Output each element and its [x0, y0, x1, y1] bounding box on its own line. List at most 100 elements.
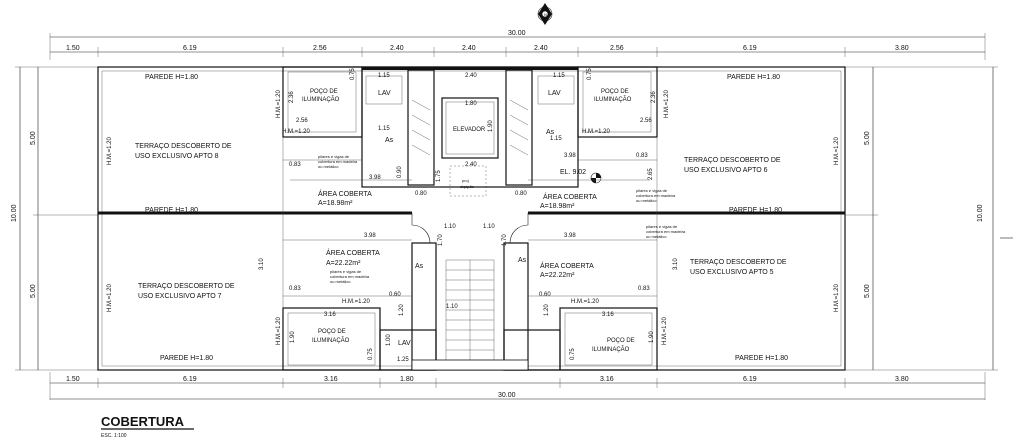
wall-bot-left: PAREDE H=1.80: [160, 355, 213, 362]
well-tr-line2: ILUMINAÇÃO: [594, 96, 632, 103]
beam-lines: [282, 137, 658, 308]
d-083-a: 0.83: [289, 162, 301, 168]
dim-top-9: 3.80: [895, 45, 909, 52]
d-080-b: 0.80: [515, 191, 527, 197]
d-265-a: 2.65: [648, 168, 654, 180]
dim-total-top: 30.00: [508, 30, 526, 37]
top-segment-dimensions: 1.50 6.19 2.56 2.40 2.40 2.40 2.56 6.19 …: [50, 45, 985, 57]
terrace-apto8-line2: USO EXCLUSIVO APTO 8: [135, 153, 219, 160]
hm-br: H.M.=1.20: [571, 299, 600, 305]
hm-bl: H.M.=1.20: [342, 299, 371, 305]
wall-top-right: PAREDE H=1.80: [727, 74, 780, 81]
dim-bottom-6: 6.19: [743, 376, 757, 383]
dim-half-top-right: 5.00: [864, 131, 871, 145]
elevator-label: ELEVADOR: [453, 127, 486, 133]
d-236-b: 2.36: [651, 91, 657, 103]
d-316-a: 3.16: [324, 312, 336, 318]
dim-top-1: 1.50: [66, 45, 80, 52]
pillar-note-bl-3: ou metálico: [330, 279, 351, 284]
d-180-a: 1.80: [465, 101, 477, 107]
d-310-a: 3.10: [259, 258, 265, 270]
d-060-b: 0.60: [539, 292, 551, 298]
dim-top-7: 2.56: [610, 45, 624, 52]
d-083-d: 0.83: [638, 286, 650, 292]
d-398-d: 3.98: [564, 233, 576, 239]
wall-bot-right: PAREDE H=1.80: [735, 355, 788, 362]
d-175-a: 1.75: [436, 170, 442, 182]
pillar-note-r-3: ou metálico: [636, 198, 657, 203]
well-tl-line2: ILUMINAÇÃO: [302, 96, 340, 103]
area-br-value: A=22.22m²: [540, 272, 575, 279]
left-dimensions: 10.00 5.00 5.00: [11, 66, 98, 371]
dim-bottom-5: 3.16: [600, 376, 614, 383]
area-bl-name: ÁREA COBERTA: [326, 248, 380, 257]
terrace-apto5-line2: USO EXCLUSIVO APTO 5: [690, 269, 774, 276]
lav-top-left: LAV: [378, 90, 391, 97]
dim-top-8: 6.19: [743, 45, 757, 52]
dim-top-6: 2.40: [534, 45, 548, 52]
dim-total-right: 10.00: [977, 204, 984, 222]
dim-total-left: 10.00: [11, 204, 18, 222]
well-bl-line1: POÇO DE: [318, 329, 346, 335]
pillar-note-bl-2: cobertura em madeira: [330, 274, 370, 279]
pillar-note-bottom-left: pilares e vigas de cobertura em madeira …: [330, 269, 370, 284]
d-190-b: 1.90: [290, 331, 296, 343]
hm-left-bottom: H.M.=1.20: [107, 283, 113, 312]
level-label: EL. 9.02: [560, 169, 586, 176]
proj-label-2: alçapão: [460, 184, 475, 189]
hm-tr: H.M.=1.20: [582, 129, 611, 135]
central-core: ELEVADOR proj alçapão LAV LAV As As EL. …: [361, 66, 602, 197]
level-mark-icon: [590, 172, 602, 184]
d-075-d: 0.75: [570, 348, 576, 360]
d-080-a: 0.80: [415, 191, 427, 197]
dim-bottom-1: 1.50: [66, 376, 80, 383]
dim-half-top-left: 5.00: [30, 131, 37, 145]
lav-top-right: LAV: [548, 90, 561, 97]
d-110-a: 1.10: [444, 224, 456, 230]
pillar-note-l-3: ou metálico: [318, 164, 339, 169]
d-115-c: 1.15: [378, 126, 390, 132]
d-110-b: 1.10: [483, 224, 495, 230]
dim-top-3: 2.56: [313, 45, 327, 52]
light-well-top-right: POÇO DE ILUMINAÇÃO: [577, 66, 658, 138]
lav-bottom-left: LAV: [398, 340, 411, 347]
hm-well-br: H.M.=1.20: [662, 316, 668, 345]
dim-bottom-4: 1.80: [400, 376, 414, 383]
as-top-right: As: [546, 129, 555, 136]
dim-half-bottom-left: 5.00: [30, 284, 37, 298]
d-170-a: 1.70: [438, 234, 444, 246]
pillar-note-l-1: pilares e vigas de: [318, 154, 350, 159]
area-tr-name: ÁREA COBERTA: [543, 192, 597, 201]
d-190-c: 1.90: [649, 331, 655, 343]
top-total-dimension: 30.00: [49, 30, 986, 60]
d-256-a: 2.56: [296, 118, 308, 124]
d-115-d: 1.15: [550, 136, 562, 142]
dim-top-5: 2.40: [462, 45, 476, 52]
area-tl-value: A=18.98m²: [318, 200, 353, 207]
building-outline: [97, 66, 846, 371]
as-bottom-right: As: [518, 257, 527, 264]
terrace-apto5-line1: TERRAÇO DESCOBERTO DE: [690, 259, 787, 266]
pillar-note-br-2: cobertura em madeira: [646, 229, 686, 234]
dim-top-2: 6.19: [183, 45, 197, 52]
terrace-apto6-line1: TERRAÇO DESCOBERTO DE: [684, 157, 781, 164]
hm-well-bl: H.M.=1.20: [276, 316, 282, 345]
pillar-note-right: pilares e vigas de cobertura em madeira …: [636, 188, 676, 203]
d-120-b: 1.20: [544, 304, 550, 316]
d-240-b: 2.40: [465, 162, 477, 168]
area-br-name: ÁREA COBERTA: [540, 261, 594, 270]
wall-top-left: PAREDE H=1.80: [145, 74, 198, 81]
d-083-c: 0.83: [289, 286, 301, 292]
d-075-c: 0.75: [368, 348, 374, 360]
well-br-line2: ILUMINAÇÃO: [592, 346, 630, 353]
north-label: N: [544, 12, 547, 17]
d-398-c: 3.98: [364, 233, 376, 239]
bottom-segment-dimensions: 1.50 6.19 3.16 1.80 3.16 6.19 3.80 30.00: [49, 372, 986, 400]
d-100-a: 1.00: [386, 334, 392, 346]
d-310-b: 3.10: [673, 258, 679, 270]
hm-well-tr: H.M.=1.20: [664, 89, 670, 118]
d-075-a: 0.75: [350, 68, 356, 80]
d-115-a: 1.15: [378, 73, 390, 79]
